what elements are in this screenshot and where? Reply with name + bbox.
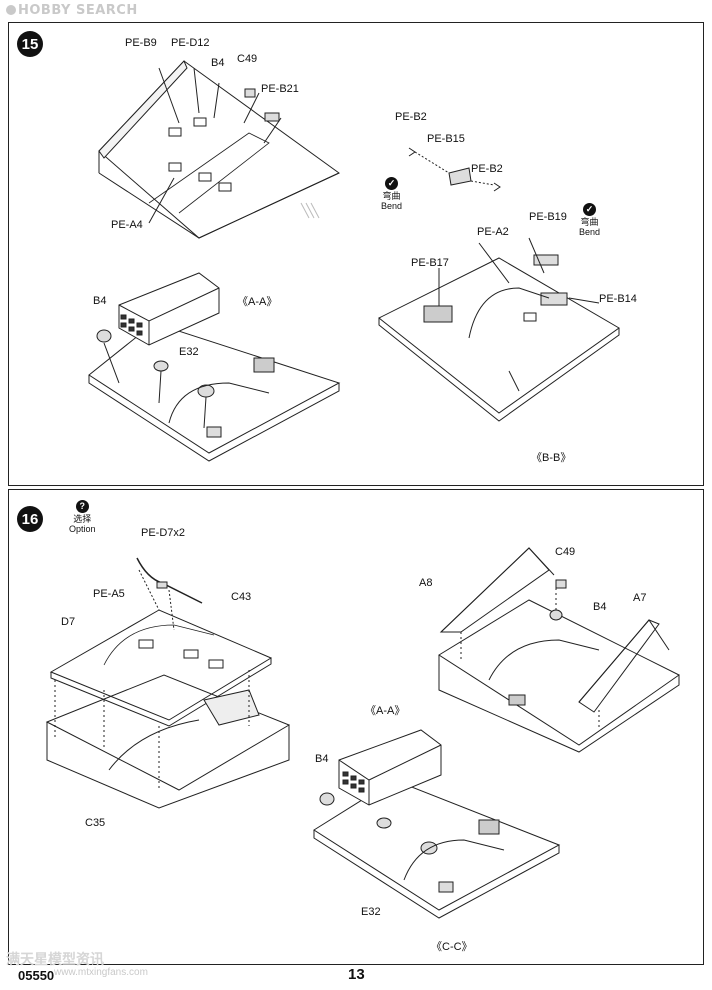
hull-plate-lower-left: [88, 272, 341, 462]
label-pe-a4: PE-A4: [111, 219, 143, 231]
label-b4: B4: [211, 57, 225, 69]
lower-hull-assembly: [313, 729, 561, 919]
label-pe-b2-top: PE-B2: [395, 111, 427, 123]
label-pe-b17: PE-B17: [411, 257, 449, 269]
section-label-aa: 《A-A》: [365, 705, 406, 717]
label-pe-b9: PE-B9: [125, 37, 157, 49]
bend-icon: ✓: [385, 177, 399, 190]
d7-plate: [49, 557, 273, 727]
label-pe-b19: PE-B19: [529, 211, 567, 223]
mtx-watermark-url: www.mtxingfans.com: [54, 967, 148, 978]
step-15-panel: 15: [8, 22, 704, 486]
label-e32: E32: [361, 906, 381, 918]
label-b4-lower: B4: [315, 753, 329, 765]
step-15-illustration: [88, 60, 620, 462]
pe-b15-assembly: [408, 147, 501, 192]
label-pe-b14: PE-B14: [599, 293, 637, 305]
section-label-bb: 《B-B》: [531, 452, 572, 464]
section-label-aa: 《A-A》: [237, 296, 278, 308]
c35-hull: [45, 670, 291, 809]
hull-plate-right: [378, 237, 620, 422]
label-b4-right: B4: [593, 601, 607, 613]
label-b4-lower: B4: [93, 295, 107, 307]
label-pe-d7x2: PE-D7x2: [141, 527, 186, 539]
label-c43: C43: [231, 591, 252, 603]
label-c49: C49: [555, 546, 576, 558]
label-e32: E32: [179, 346, 199, 358]
label-a7: A7: [633, 592, 647, 604]
label-a8: A8: [419, 577, 433, 589]
label-pe-b15: PE-B15: [427, 133, 465, 145]
step-number-15: 15: [17, 31, 43, 57]
upper-hull-assembly: [438, 547, 680, 753]
question-icon: ?: [75, 500, 89, 513]
step-number-16: 16: [17, 506, 43, 532]
section-label-cc: 《C-C》: [431, 941, 473, 953]
label-pe-d12: PE-D12: [171, 37, 210, 49]
label-pe-a5: PE-A5: [93, 588, 125, 600]
label-pe-a2: PE-A2: [477, 226, 509, 238]
label-c35: C35: [85, 817, 106, 829]
mtx-watermark: 满天星模型资讯: [6, 951, 104, 967]
hobby-search-watermark: HOBBY SEARCH: [6, 3, 138, 18]
product-code: 05550: [18, 968, 55, 983]
label-c49: C49: [237, 53, 258, 65]
label-d7: D7: [61, 616, 76, 628]
hull-plate-upper-left: [98, 60, 340, 239]
label-pe-b2-right: PE-B2: [471, 163, 503, 175]
label-pe-b21: PE-B21: [261, 83, 299, 95]
bend-icon: ✓: [583, 203, 597, 216]
step-16-illustration: [45, 547, 680, 919]
page-number: 13: [348, 966, 365, 983]
